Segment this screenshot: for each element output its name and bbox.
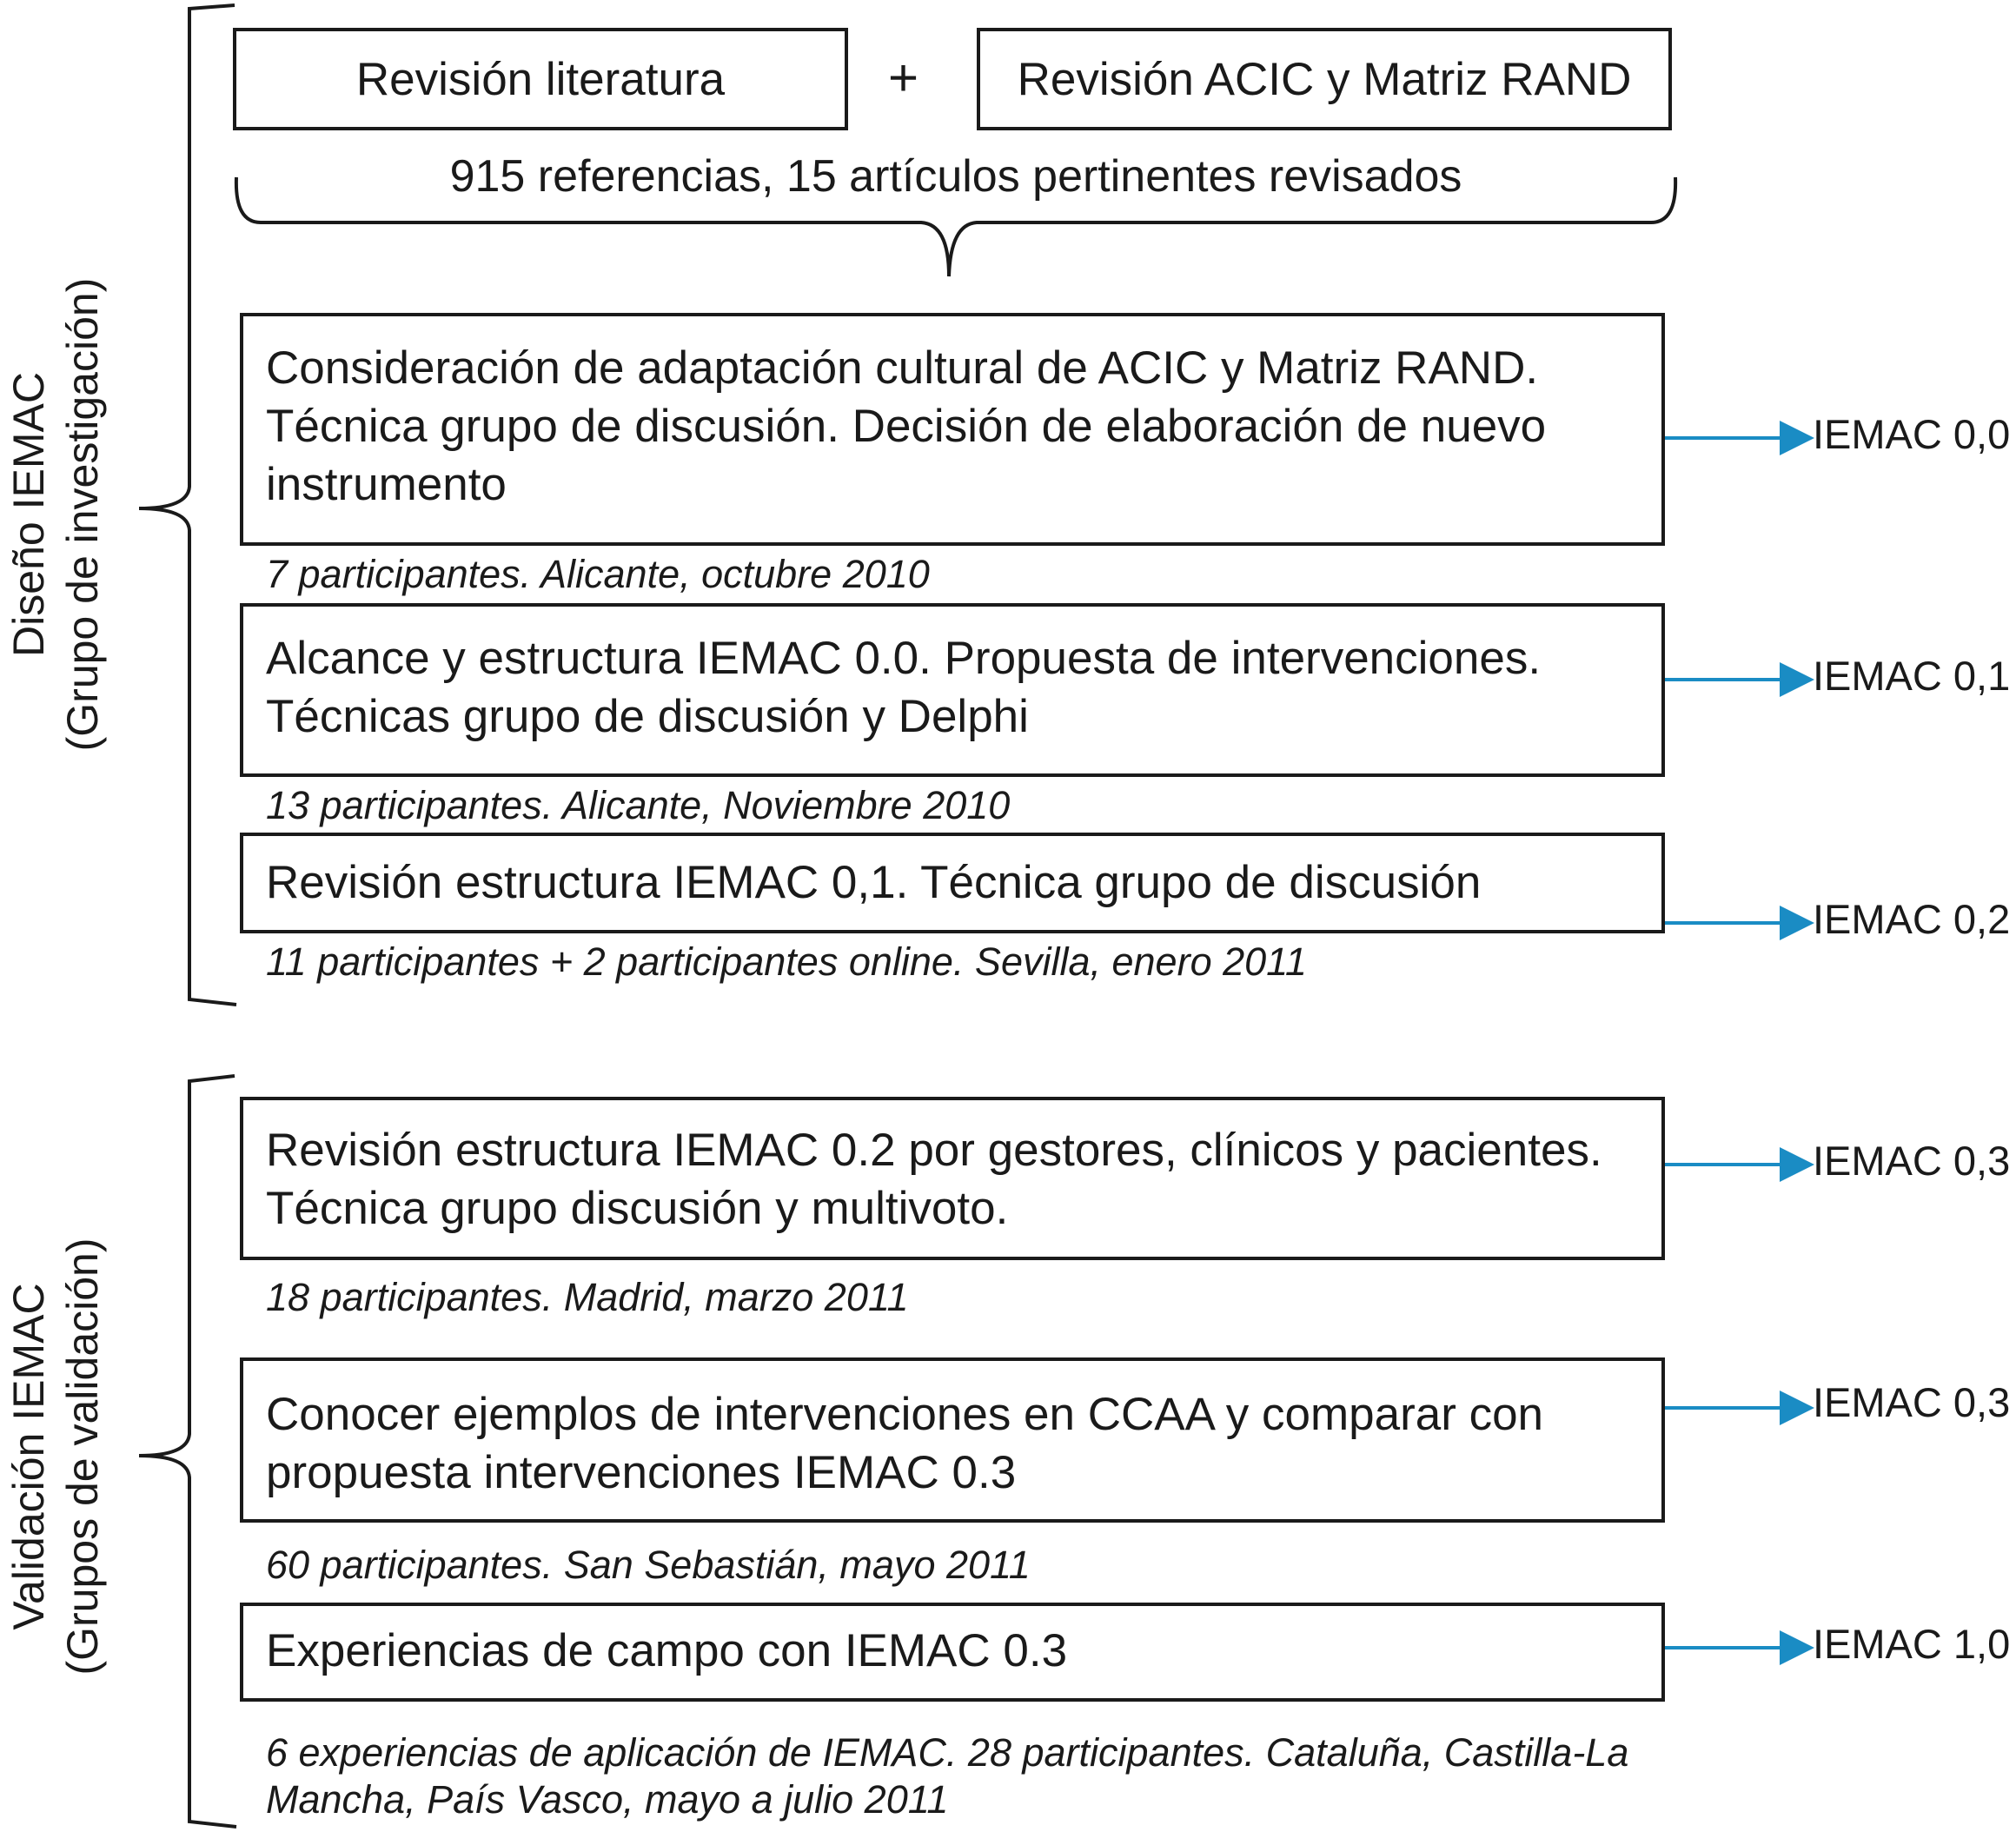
validation-label-line2: (Grupos de validación) xyxy=(58,1238,107,1676)
validation-step-2-note: 60 participantes. San Sebastián, mayo 20… xyxy=(266,1543,1031,1587)
validation-step-2-box xyxy=(240,1357,1665,1523)
design-step-1-line3: instrumento xyxy=(266,459,507,510)
acic-review-box: Revisión ACIC y Matriz RAND xyxy=(977,28,1672,130)
validation-step-3-note-line1: 6 experiencias de aplicación de IEMAC. 2… xyxy=(266,1730,1629,1775)
validation-step-2-line1: Conocer ejemplos de intervenciones en CC… xyxy=(266,1389,1544,1440)
validation-step-1-box xyxy=(240,1097,1665,1260)
design-step-1-note: 7 participantes. Alicante, octubre 2010 xyxy=(266,552,930,596)
design-step-1-box xyxy=(240,313,1665,546)
validation-step-1-line1: Revisión estructura IEMAC 0.2 por gestor… xyxy=(266,1125,1602,1176)
literature-review-box: Revisión literatura xyxy=(233,28,848,130)
design-bracket xyxy=(138,3,237,1006)
design-label-line2: (Grupo de investigación) xyxy=(58,277,107,752)
references-summary: 915 referencias, 15 artículos pertinente… xyxy=(449,151,1462,202)
design-step-2-box xyxy=(240,603,1665,777)
literature-review-label: Revisión literatura xyxy=(355,53,726,105)
design-label-line1: Diseño IEMAC xyxy=(4,372,53,657)
top-brace xyxy=(234,176,1678,277)
validation-section-label: Validación IEMAC (Grupos de validación) xyxy=(2,1126,109,1787)
design-step-3-box xyxy=(240,833,1665,933)
design-step-1-line1: Consideración de adaptación cultural de … xyxy=(266,342,1539,394)
design-step-2-line1: Alcance y estructura IEMAC 0.0. Propuest… xyxy=(266,633,1542,684)
validation-step-2-output: IEMAC 0,3 xyxy=(1813,1379,2011,1425)
design-step-3-output: IEMAC 0,2 xyxy=(1813,896,2011,942)
validation-label-line1: Validación IEMAC xyxy=(4,1283,53,1630)
design-step-2-output: IEMAC 0,1 xyxy=(1813,653,2011,699)
design-step-1-output: IEMAC 0,0 xyxy=(1813,411,2011,457)
validation-step-3-line1: Experiencias de campo con IEMAC 0.3 xyxy=(266,1625,1068,1676)
design-step-3-note: 11 participantes + 2 participantes onlin… xyxy=(266,939,1307,984)
validation-step-3-note-line2: Mancha, País Vasco, mayo a julio 2011 xyxy=(266,1777,949,1822)
validation-step-1-note: 18 participantes. Madrid, marzo 2011 xyxy=(266,1275,909,1319)
validation-step-1-output: IEMAC 0,3 xyxy=(1813,1138,2011,1184)
design-section-label: Diseño IEMAC (Grupo de investigación) xyxy=(2,184,109,845)
acic-review-label: Revisión ACIC y Matriz RAND xyxy=(1017,53,1632,105)
plus-sign: + xyxy=(888,49,919,107)
validation-step-2-line2: propuesta intervenciones IEMAC 0.3 xyxy=(266,1447,1017,1498)
validation-step-3-output: IEMAC 1,0 xyxy=(1813,1621,2011,1667)
validation-bracket xyxy=(138,1074,237,1829)
validation-step-1-line2: Técnica grupo discusión y multivoto. xyxy=(266,1183,1009,1234)
design-step-2-note: 13 participantes. Alicante, Noviembre 20… xyxy=(266,783,1011,827)
design-step-2-line2: Técnicas grupo de discusión y Delphi xyxy=(266,691,1029,742)
design-step-1-line2: Técnica grupo de discusión. Decisión de … xyxy=(266,401,1547,452)
validation-step-3-box xyxy=(240,1603,1665,1702)
design-step-3-line1: Revisión estructura IEMAC 0,1. Técnica g… xyxy=(266,857,1482,908)
